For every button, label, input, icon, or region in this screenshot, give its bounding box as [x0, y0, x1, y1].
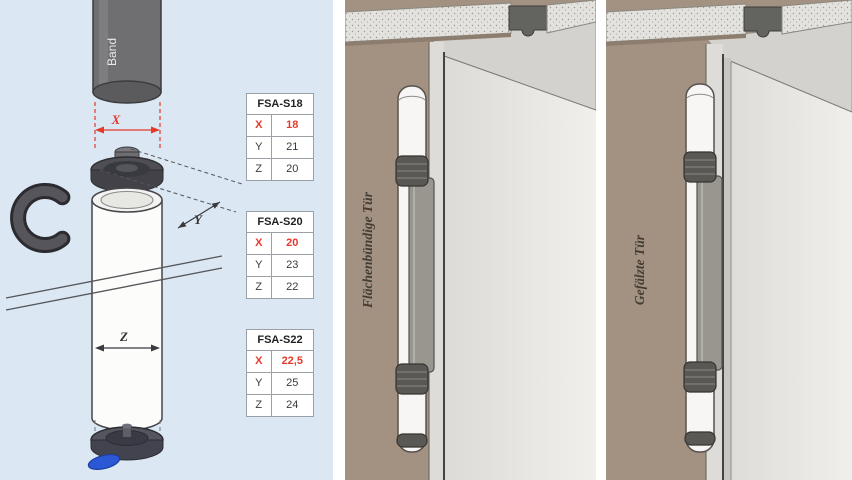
hinge-knuckle-top: [683, 151, 717, 183]
exploded-hinge-drawing: Band X: [5, 0, 243, 470]
dim-key: X: [246, 114, 272, 137]
flush-door-illustration: Flächenbündige Tür: [345, 0, 596, 480]
hinge-knuckle-top: [395, 155, 429, 187]
dim-value: 21: [270, 136, 314, 159]
hinge-knuckle-bottom: [395, 363, 429, 395]
band-cylinder: Band: [92, 0, 162, 104]
table-row: Y 25: [246, 372, 314, 395]
dim-key: Y: [246, 372, 272, 395]
dim-value: 22,5: [270, 350, 314, 373]
table-row: Z 20: [246, 158, 314, 181]
dim-x-label: X: [111, 112, 121, 127]
dim-key: Y: [246, 136, 272, 159]
dimension-y: Y: [99, 148, 243, 229]
dim-key: X: [246, 350, 272, 373]
flush-door-panel: Flächenbündige Tür: [345, 0, 596, 480]
door-section-cut: [546, 0, 596, 34]
table-row: Y 23: [246, 254, 314, 277]
hinge-assembly: [395, 85, 435, 453]
rebated-door-panel: Gefälzte Tür: [606, 0, 852, 480]
table-row: Z 24: [246, 394, 314, 417]
dim-value: 18: [270, 114, 314, 137]
break-lines: [5, 255, 223, 311]
dim-value: 24: [270, 394, 314, 417]
wall-section-shadow: [606, 34, 746, 46]
rebated-door-illustration: Gefälzte Tür: [606, 0, 852, 480]
dim-value: 22: [270, 276, 314, 299]
door-face: [444, 56, 596, 480]
table-row: X 18: [246, 114, 314, 137]
hinge-base-ring: [684, 431, 716, 446]
c-clip-part: [10, 183, 71, 253]
dim-key: X: [246, 232, 272, 255]
door-face: [723, 58, 852, 480]
dim-z-label: Z: [119, 329, 128, 344]
frame-seal-profile: [508, 5, 548, 37]
table-row: Z 22: [246, 276, 314, 299]
spec-table-fsa-s18: FSA-S18 X 18 Y 21 Z 20: [246, 93, 314, 181]
rebate-step: [723, 58, 731, 480]
band-label: Band: [105, 38, 119, 66]
dim-value: 20: [270, 232, 314, 255]
barrel-part: [91, 187, 163, 431]
hinge-leaf: [408, 177, 435, 373]
dim-value: 20: [270, 158, 314, 181]
spec-table-title: FSA-S22: [246, 329, 314, 351]
dimension-x: X: [94, 102, 161, 148]
hinge-assembly: [683, 83, 723, 453]
spec-table-title: FSA-S18: [246, 93, 314, 115]
dim-value: 25: [270, 372, 314, 395]
wall-section-shadow: [345, 33, 511, 46]
bottom-cap-part: [90, 423, 164, 461]
rebated-door-label: Gefälzte Tür: [632, 234, 647, 305]
spec-table-fsa-s20: FSA-S20 X 20 Y 23 Z 22: [246, 211, 314, 299]
table-row: X 20: [246, 232, 314, 255]
table-row: Y 21: [246, 136, 314, 159]
flush-door-label: Flächenbündige Tür: [360, 191, 375, 309]
spec-table-title: FSA-S20: [246, 211, 314, 233]
table-row: X 22,5: [246, 350, 314, 373]
dim-key: Z: [246, 276, 272, 299]
dim-key: Z: [246, 394, 272, 417]
dim-key: Z: [246, 158, 272, 181]
dimension-z: Z: [95, 329, 160, 352]
hinge-base-ring: [396, 433, 428, 448]
dim-key: Y: [246, 254, 272, 277]
hinge-knuckle-bottom: [683, 361, 717, 393]
blue-clip-part: [87, 454, 121, 470]
exploded-view-panel: Band X: [0, 0, 333, 480]
spec-table-fsa-s22: FSA-S22 X 22,5 Y 25 Z 24: [246, 329, 314, 417]
dim-value: 23: [270, 254, 314, 277]
dim-y-label: Y: [194, 212, 203, 227]
hinge-cap-part: [90, 146, 164, 193]
frame-seal-profile: [743, 6, 783, 38]
hinge-leaf: [696, 175, 723, 371]
door-section-cut: [781, 0, 852, 35]
